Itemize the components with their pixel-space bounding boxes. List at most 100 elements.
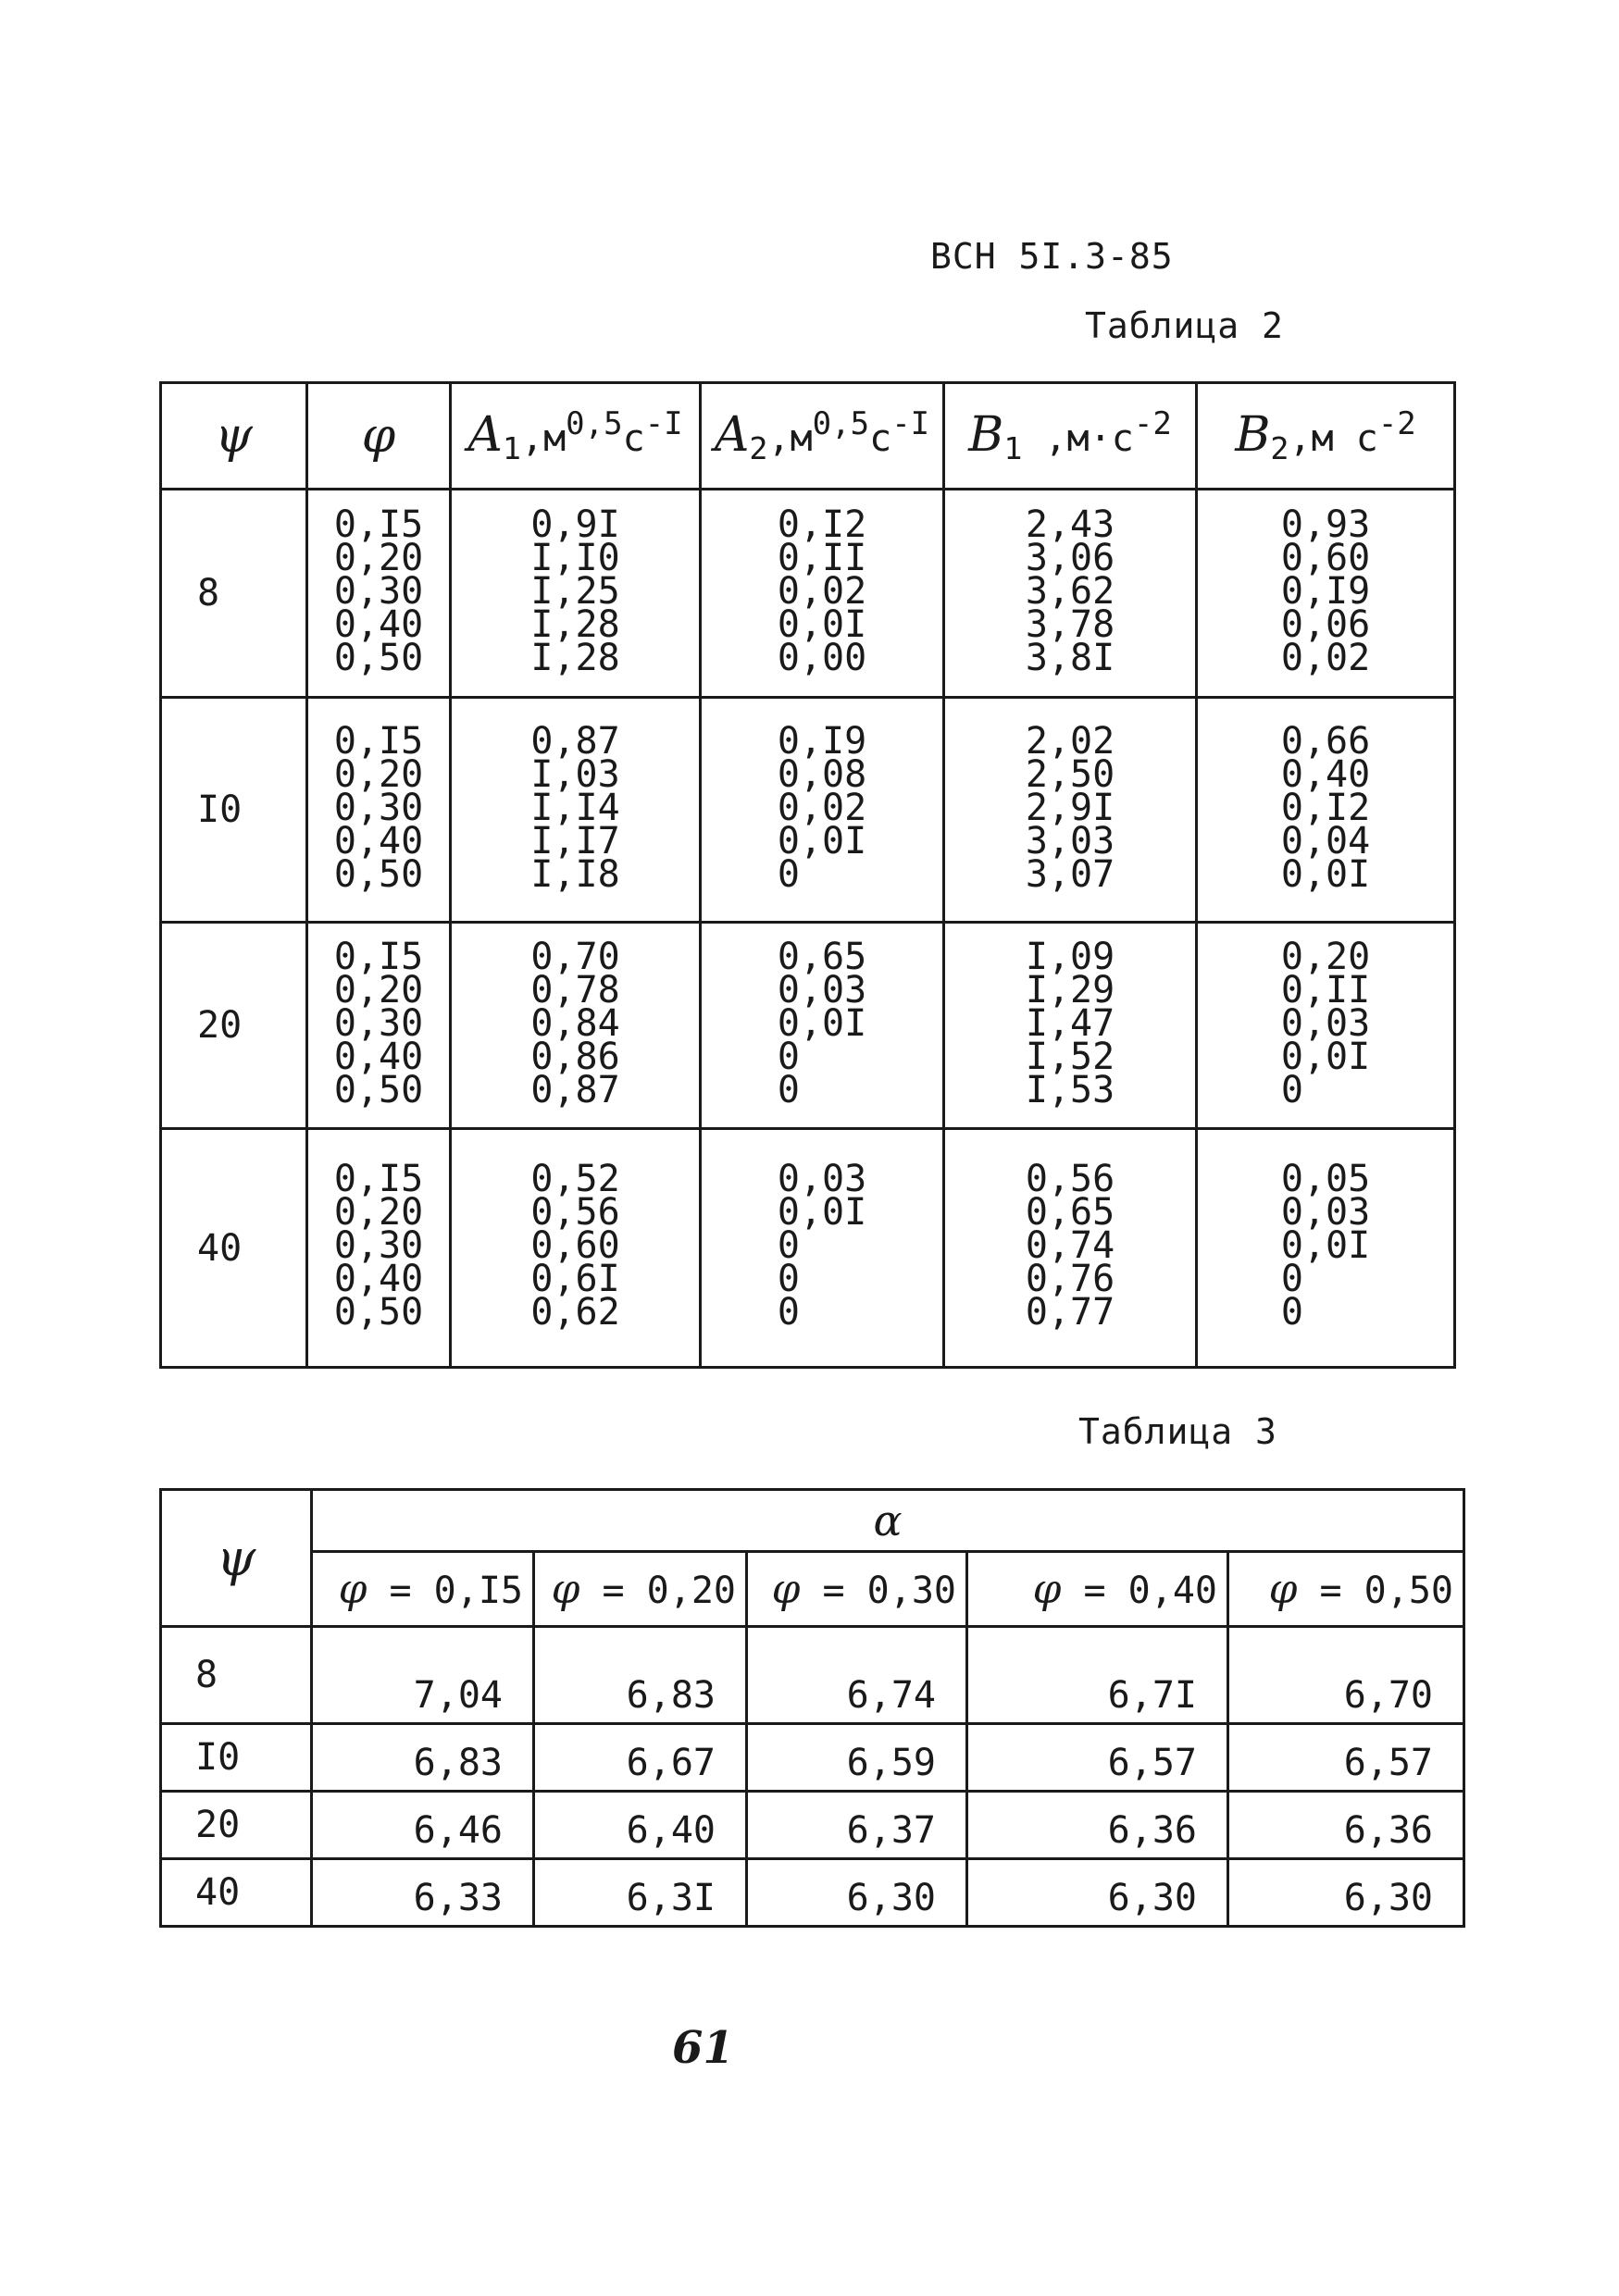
header-a1: A1,м0,5с-I (449, 381, 702, 490)
b2-value: 0,0I (1280, 1224, 1371, 1267)
a2-value: 0 (777, 852, 800, 896)
a2-value: 0 (777, 1224, 800, 1267)
table-3-header-row-2: φ = 0,I5 φ = 0,20 φ = 0,30 φ = 0,40 φ = … (161, 1550, 1466, 1628)
phi-value: 0,30 (333, 1224, 424, 1267)
a2-value: 0,0I (777, 819, 867, 863)
alpha-value-cell: 6,46 (310, 1790, 535, 1860)
b2-value: 0,0I (1280, 1035, 1371, 1078)
b2-value: 0,20 (1280, 935, 1371, 978)
a1-value: I,03 (530, 752, 620, 796)
phi-value: 0,20 (333, 1191, 424, 1234)
page-number: 61 (672, 2022, 734, 2074)
table-3-label: Таблица 3 (1078, 1411, 1277, 1452)
psi-cell: I0 (159, 696, 308, 924)
phi-value: 0,I5 (333, 719, 424, 763)
table-2-label: Таблица 2 (1085, 305, 1284, 346)
b2-value: 0,03 (1280, 1001, 1371, 1045)
alpha-value-cell: 6,83 (532, 1625, 748, 1725)
psi-cell: 20 (159, 921, 308, 1130)
header-b2: B2,м с-2 (1195, 381, 1456, 490)
header-a2: A2,м0,5с-I (699, 381, 945, 490)
alpha-value-cell: 6,30 (965, 1857, 1229, 1928)
a2-value: 0,I2 (777, 503, 867, 546)
alpha-value-cell: 6,30 (1226, 1857, 1466, 1928)
a1-value: 0,70 (530, 935, 620, 978)
psi-cell: 20 (159, 1790, 313, 1860)
phi-value: 0,20 (333, 536, 424, 579)
a2-value: 0,02 (777, 569, 867, 613)
b1-value: 3,07 (1025, 852, 1115, 896)
alpha-value-cell: 6,83 (310, 1722, 535, 1793)
b1-value: 0,56 (1025, 1158, 1115, 1200)
a1-value: I,I0 (530, 536, 620, 579)
header-phi: φ (305, 381, 452, 490)
phi-value: 0,I5 (333, 935, 424, 978)
b2-value: 0,02 (1280, 636, 1371, 679)
alpha-value-cell: 6,36 (965, 1790, 1229, 1860)
a2-value: 0,II (777, 536, 867, 579)
table-3: ψ α φ = 0,I5 φ = 0,20 φ = 0,30 φ = 0,40 … (159, 1488, 1466, 1928)
a2-value: 0,03 (777, 1158, 867, 1200)
alpha-value-cell: 6,37 (745, 1790, 968, 1860)
b1-value: I,09 (1025, 935, 1115, 978)
a2-value: 0,02 (777, 786, 867, 829)
b2-value: 0,II (1280, 968, 1371, 1011)
b2-value: 0,I2 (1280, 786, 1371, 829)
b2-value: 0,I9 (1280, 569, 1371, 613)
b1-value: 3,03 (1025, 819, 1115, 863)
b1-value: 3,78 (1025, 602, 1115, 646)
b1-value: 0,74 (1025, 1224, 1115, 1267)
phi-value: 0,I5 (333, 503, 424, 546)
a1-value: I,25 (530, 569, 620, 613)
psi-cell: I0 (159, 1722, 313, 1793)
b1-value: 2,43 (1025, 503, 1115, 546)
b2-value: 0 (1280, 1291, 1303, 1334)
b2-value: 0,66 (1280, 719, 1371, 763)
b1-value: 3,06 (1025, 536, 1115, 579)
phi-value: 0,I5 (333, 1158, 424, 1200)
header-psi: ψ (159, 381, 308, 490)
alpha-value-cell: 6,57 (965, 1722, 1229, 1793)
table-3-header-row-1: ψ α (159, 1488, 1466, 1628)
a2-value: 0 (777, 1258, 800, 1300)
a1-value: 0,60 (530, 1224, 620, 1267)
alpha-value-cell: 7,04 (310, 1625, 535, 1725)
b1-value: I,29 (1025, 968, 1115, 1011)
a2-value: 0,I9 (777, 719, 867, 763)
document-code: ВСН 5I.3-85 (930, 236, 1174, 277)
a1-value: I,I7 (530, 819, 620, 863)
alpha-value-cell: 6,33 (310, 1857, 535, 1928)
a1-value: 0,87 (530, 719, 620, 763)
alpha-value-cell: 6,74 (745, 1625, 968, 1725)
a1-value: 0,56 (530, 1191, 620, 1234)
phi-value: 0,50 (333, 852, 424, 896)
phi-value: 0,40 (333, 602, 424, 646)
phi-value: 0,40 (333, 819, 424, 863)
alpha-value-cell: 6,67 (532, 1722, 748, 1793)
phi-value: 0,50 (333, 636, 424, 679)
